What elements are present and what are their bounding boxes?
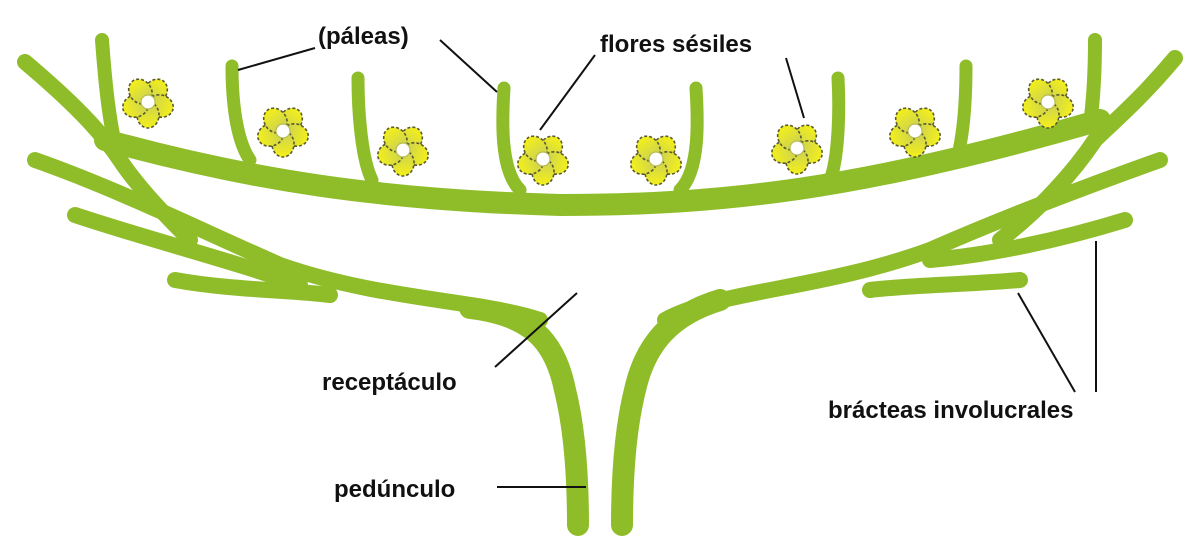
flower-center <box>907 123 923 139</box>
bract-left-2 <box>67 207 308 293</box>
receptacle-bar <box>94 109 1111 216</box>
flower-center <box>789 140 805 156</box>
leader-paleas-right <box>439 39 498 93</box>
peduncle-left <box>459 297 589 536</box>
leader-paleas-left <box>237 47 316 71</box>
leader-receptaculo <box>494 292 578 368</box>
leader-flores-left <box>539 54 596 131</box>
label-flores-sesiles: flores sésiles <box>600 31 752 58</box>
label-paleas: (páleas) <box>318 23 409 50</box>
bract-right-1 <box>657 152 1168 328</box>
bract-right-3 <box>862 272 1028 298</box>
flower-5 <box>629 135 683 186</box>
leader-bracteas-1 <box>1017 292 1076 393</box>
palea-7 <box>951 59 973 162</box>
flower-8 <box>1021 78 1075 129</box>
flower-6 <box>770 124 824 175</box>
flower-1 <box>121 78 175 129</box>
label-receptaculo: receptáculo <box>322 369 457 396</box>
bract-right-2 <box>922 212 1133 268</box>
palea-2 <box>225 59 257 167</box>
palea-6 <box>823 71 846 187</box>
peduncle-right <box>611 289 731 536</box>
flower-center <box>648 151 664 167</box>
palea-4 <box>496 81 527 197</box>
flower-center <box>140 94 156 110</box>
palea-left-outer <box>95 33 121 147</box>
label-pedunculo: pedúnculo <box>334 476 455 503</box>
palea-3 <box>351 71 379 187</box>
flower-7 <box>888 107 942 158</box>
flower-center <box>1040 94 1056 110</box>
flower-3 <box>376 126 430 177</box>
flower-center <box>535 151 551 167</box>
leader-lines <box>237 39 1097 488</box>
flower-center <box>395 142 411 158</box>
label-bracteas-involucrales: brácteas involucrales <box>828 397 1073 424</box>
bract-left-3 <box>167 272 338 303</box>
flower-2 <box>256 107 310 158</box>
flowers-group <box>121 78 1075 186</box>
leader-flores-right <box>785 57 805 119</box>
palea-right-outer <box>1083 33 1102 132</box>
flower-center <box>275 123 291 139</box>
plant-structure <box>17 33 1183 536</box>
flower-4 <box>516 135 570 186</box>
palea-5 <box>673 81 704 197</box>
